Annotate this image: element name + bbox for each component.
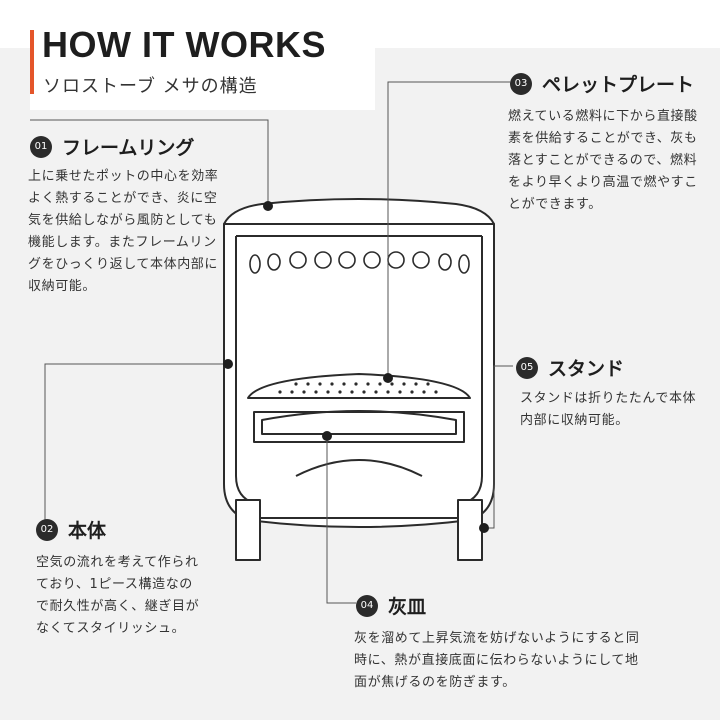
desc-body: 空気の流れを考えて作られており、1ピース構造なので耐久性が高く、継ぎ目がなくてス…: [36, 555, 200, 636]
leader-line-01: [30, 119, 269, 206]
marker-03: [383, 373, 393, 383]
leader-line-02: [44, 363, 228, 520]
badge-04: 04: [356, 594, 378, 617]
badge-01: 01: [30, 135, 52, 158]
badge-05: 05: [516, 356, 538, 379]
label-pellet-plate: 03 ペレットプレート: [510, 70, 694, 97]
label-name-pellet-plate: ペレットプレート: [542, 74, 695, 96]
title-box: [30, 22, 375, 110]
desc-stand: スタンドは折りたたんで本体内部に収納可能。: [520, 391, 697, 428]
badge-03: 03: [510, 72, 532, 95]
label-name-flame-ring: フレームリング: [62, 137, 195, 159]
marker-04: [322, 431, 332, 441]
label-flame-ring: 01 フレームリング: [30, 133, 194, 160]
marker-02: [223, 359, 233, 369]
label-name-ash-pan: 灰皿: [388, 596, 427, 618]
page-subtitle: ソロストーブ メサの構造: [43, 76, 258, 97]
pellet-plate-holes: [278, 382, 438, 394]
label-name-stand: スタンド: [548, 358, 625, 380]
desc-ash-pan: 灰を溜めて上昇気流を妨げないようにすると同時に、熱が直接底面に伝わらないようにし…: [354, 631, 640, 690]
desc-flame-ring: 上に乗せたポットの中心を効率よく熱することができ、炎に空気を供給しながら風防とし…: [28, 169, 219, 294]
label-stand: 05 スタンド: [516, 354, 624, 381]
page-title: HOW IT WORKS: [42, 24, 326, 65]
accent-bar: [30, 30, 34, 94]
label-name-body: 本体: [68, 520, 107, 542]
marker-05: [479, 523, 489, 533]
stand-leg-right: [457, 499, 483, 561]
badge-02: 02: [36, 518, 58, 541]
leader-line-04: [326, 436, 356, 604]
air-holes: [249, 251, 470, 274]
leader-line-03: [387, 81, 510, 378]
label-body: 02 本体: [36, 516, 106, 543]
label-ash-pan: 04 灰皿: [356, 592, 426, 619]
marker-01: [263, 201, 273, 211]
stand-leg-left: [235, 499, 261, 561]
desc-pellet-plate: 燃えている燃料に下から直接酸素を供給することができ、灰も落とすことができるので、…: [508, 109, 698, 212]
flame-ring-shape: [223, 198, 495, 225]
